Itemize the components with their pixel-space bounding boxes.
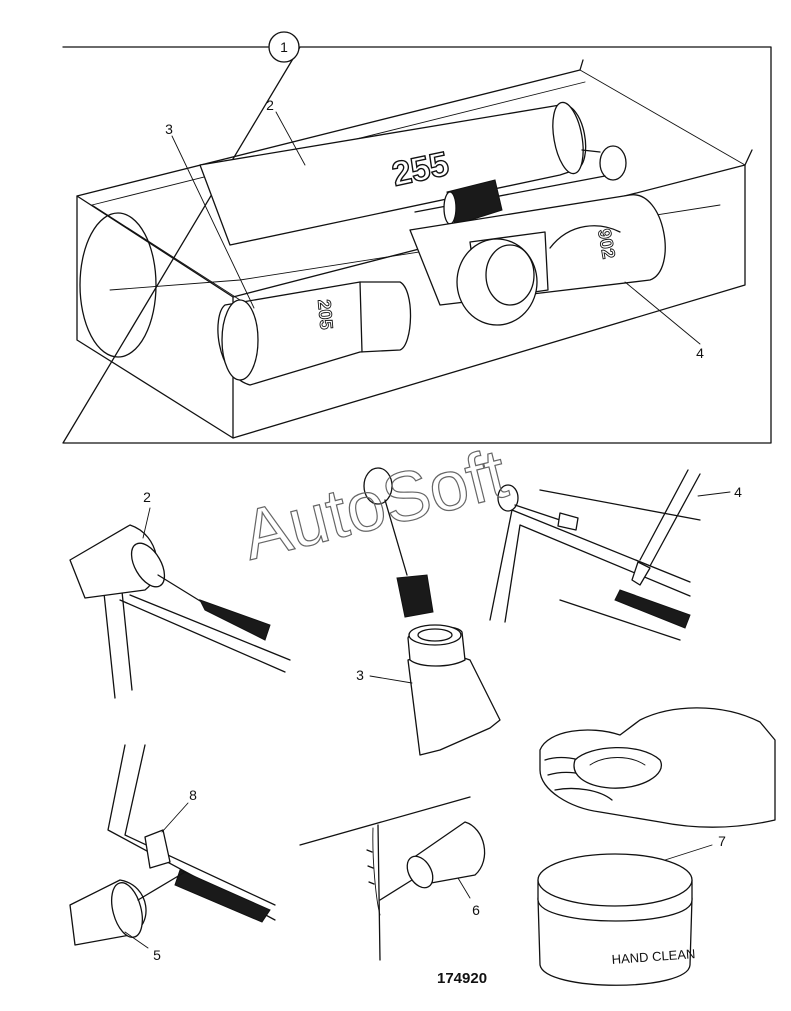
step-applicator-6: 6: [299, 796, 486, 961]
svg-text:4: 4: [696, 345, 704, 361]
kit-callout-circle: 1: [268, 31, 300, 63]
leader-3-box: 3: [165, 121, 255, 309]
small-tube-205: 205: [217, 281, 412, 386]
leader-4-box: 4: [624, 281, 704, 361]
step-applicator-5: 8 5: [69, 744, 276, 963]
tube-902: 902: [409, 194, 666, 326]
figure-id: 174920: [437, 970, 487, 987]
step-primer-bottle-3: 3: [356, 467, 501, 756]
svg-text:2: 2: [143, 489, 151, 505]
svg-text:8: 8: [189, 787, 197, 803]
kit-box: [76, 59, 753, 439]
large-tube-255: 255: [199, 101, 627, 246]
svg-text:3: 3: [356, 667, 364, 683]
svg-text:7: 7: [718, 833, 726, 849]
hand-with-cleaner: [539, 707, 776, 828]
svg-text:5: 5: [153, 947, 161, 963]
hand-cleaner-jar: HAND CLEAN 7: [537, 833, 726, 986]
watermark: AutoSoft: [235, 434, 514, 575]
brush-rod-in-box: [414, 175, 606, 226]
svg-text:HAND CLEAN: HAND CLEAN: [611, 946, 696, 967]
svg-text:4: 4: [734, 484, 742, 500]
step-applicator-4: 4: [489, 469, 742, 641]
end-cap-disc: [79, 212, 157, 358]
svg-text:205: 205: [314, 299, 337, 331]
svg-text:1: 1: [280, 39, 288, 55]
leader-2-box: 2: [266, 97, 306, 166]
svg-text:3: 3: [165, 121, 173, 137]
step-applicator-2: 2: [69, 489, 291, 699]
kit-frame: [62, 46, 772, 444]
svg-text:2: 2: [266, 97, 274, 113]
svg-text:6: 6: [472, 902, 480, 918]
